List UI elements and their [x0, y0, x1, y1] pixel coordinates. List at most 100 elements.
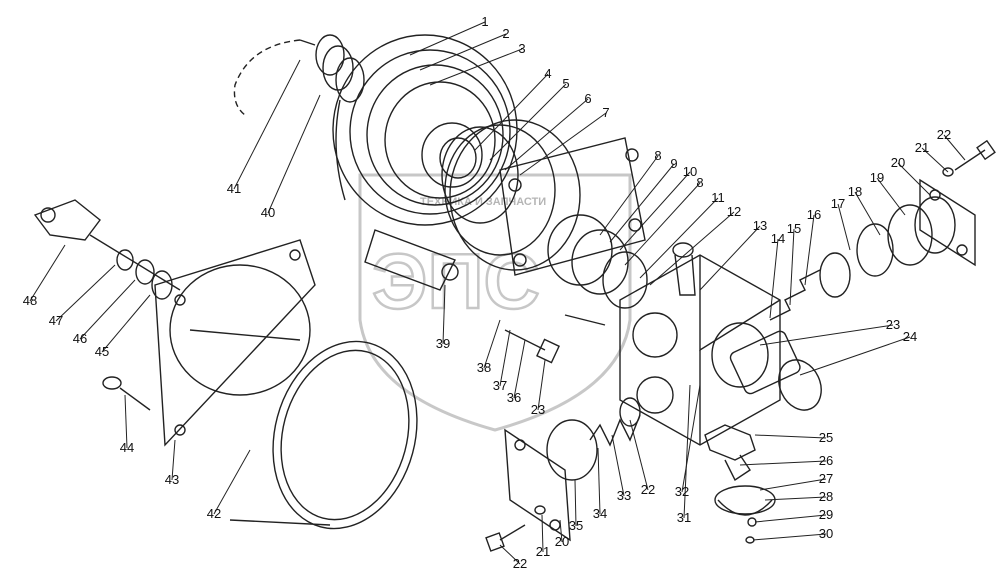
leader-line-39	[442, 284, 446, 345]
leader-line-28	[764, 496, 827, 501]
callout-label: 30	[819, 526, 833, 541]
watermark: ЭПС ТЕХНИКА И ЗАПЧАСТИ	[358, 173, 632, 432]
leader-line-22	[499, 544, 521, 565]
callout-label: 6	[584, 91, 591, 106]
leader-line-30	[752, 533, 827, 541]
parts-linework	[33, 34, 996, 552]
leader-line-20	[897, 162, 931, 196]
leader-line-47	[55, 264, 116, 322]
leader-line-34	[597, 447, 601, 515]
part-plug	[729, 330, 822, 411]
callout-label: 46	[73, 331, 87, 346]
callout-label: 22	[513, 556, 527, 571]
part-bottom-valve	[546, 397, 641, 481]
callout-label: 21	[536, 544, 550, 559]
part-flange-plate	[499, 137, 646, 276]
callout-label: 1	[481, 14, 488, 29]
callout-labels: 1234567891081112131415161718192021222324…	[23, 14, 951, 571]
leader-line-26	[739, 460, 827, 466]
leader-line-19	[876, 177, 906, 216]
leader-line-3	[429, 48, 523, 86]
callout-label: 8	[654, 148, 661, 163]
watermark-logo: ЭПС	[372, 237, 540, 325]
leader-line-37	[499, 329, 511, 387]
leader-line-41	[233, 59, 301, 190]
callout-label: 13	[753, 218, 767, 233]
callout-label: 35	[569, 518, 583, 533]
leader-line-43	[171, 439, 176, 481]
leader-line-15	[789, 228, 795, 306]
part-drum-top	[332, 34, 518, 226]
leader-line-24	[799, 336, 911, 376]
callout-label: 23	[886, 317, 900, 332]
part-nipple	[672, 242, 696, 296]
leader-line-8	[624, 182, 701, 266]
callout-label: 20	[555, 534, 569, 549]
callout-label: 48	[23, 293, 37, 308]
callout-label: 32	[675, 484, 689, 499]
callout-label: 47	[49, 313, 63, 328]
callout-label: 17	[831, 196, 845, 211]
leader-line-23	[759, 324, 894, 346]
leader-line-10	[619, 171, 691, 251]
part-bolt-right	[942, 139, 996, 177]
callout-label: 43	[165, 472, 179, 487]
callout-label: 33	[617, 488, 631, 503]
leader-line-22	[629, 419, 649, 491]
leader-line-2	[419, 33, 507, 71]
leader-line-23	[537, 359, 546, 411]
leader-line-16	[804, 214, 815, 286]
watermark-shield	[358, 173, 632, 432]
leader-line-11	[639, 197, 719, 279]
callout-label: 20	[891, 155, 905, 170]
callout-label: 19	[870, 170, 884, 185]
callout-label: 22	[937, 127, 951, 142]
leader-line-21	[921, 147, 949, 173]
leader-line-5	[489, 83, 567, 161]
leader-line-14	[769, 238, 779, 319]
leader-line-21	[541, 514, 544, 553]
part-bellows-stem	[233, 34, 365, 116]
callout-label: 22	[641, 482, 655, 497]
part-right-spool	[769, 196, 956, 321]
leader-line-35	[574, 479, 577, 527]
leader-line-18	[854, 191, 881, 236]
callout-label: 3	[518, 41, 525, 56]
leader-line-27	[759, 478, 827, 491]
leader-line-38	[483, 319, 501, 369]
leader-line-20	[559, 519, 563, 543]
leader-line-29	[754, 514, 827, 523]
callout-label: 21	[915, 140, 929, 155]
leader-line-45	[101, 294, 151, 353]
callout-label: 25	[819, 430, 833, 445]
leader-line-17	[837, 203, 851, 251]
callout-label: 45	[95, 344, 109, 359]
leader-line-9	[609, 163, 675, 243]
callout-label: 14	[771, 231, 785, 246]
leader-line-12	[649, 211, 735, 286]
part-cylinder	[189, 329, 418, 530]
leader-line-13	[699, 225, 761, 291]
part-rings	[441, 119, 581, 271]
callout-label: 9	[670, 156, 677, 171]
callout-label: 7	[602, 105, 609, 120]
leader-line-33	[611, 434, 625, 497]
callout-label: 11	[711, 190, 725, 205]
callout-label: 5	[562, 76, 569, 91]
callout-label: 26	[819, 453, 833, 468]
leader-line-31	[683, 384, 691, 519]
part-bolt-left	[102, 376, 151, 411]
callout-label: 36	[507, 390, 521, 405]
leader-line-32	[681, 384, 701, 493]
leader-line-48	[29, 244, 66, 302]
leader-line-4	[474, 73, 549, 151]
part-bolt-bottom	[485, 505, 546, 552]
leader-line-22	[943, 134, 966, 161]
callout-label: 41	[227, 181, 241, 196]
callout-label: 31	[677, 510, 691, 525]
callout-label: 42	[207, 506, 221, 521]
callout-label: 24	[903, 329, 917, 344]
callout-label: 39	[436, 336, 450, 351]
